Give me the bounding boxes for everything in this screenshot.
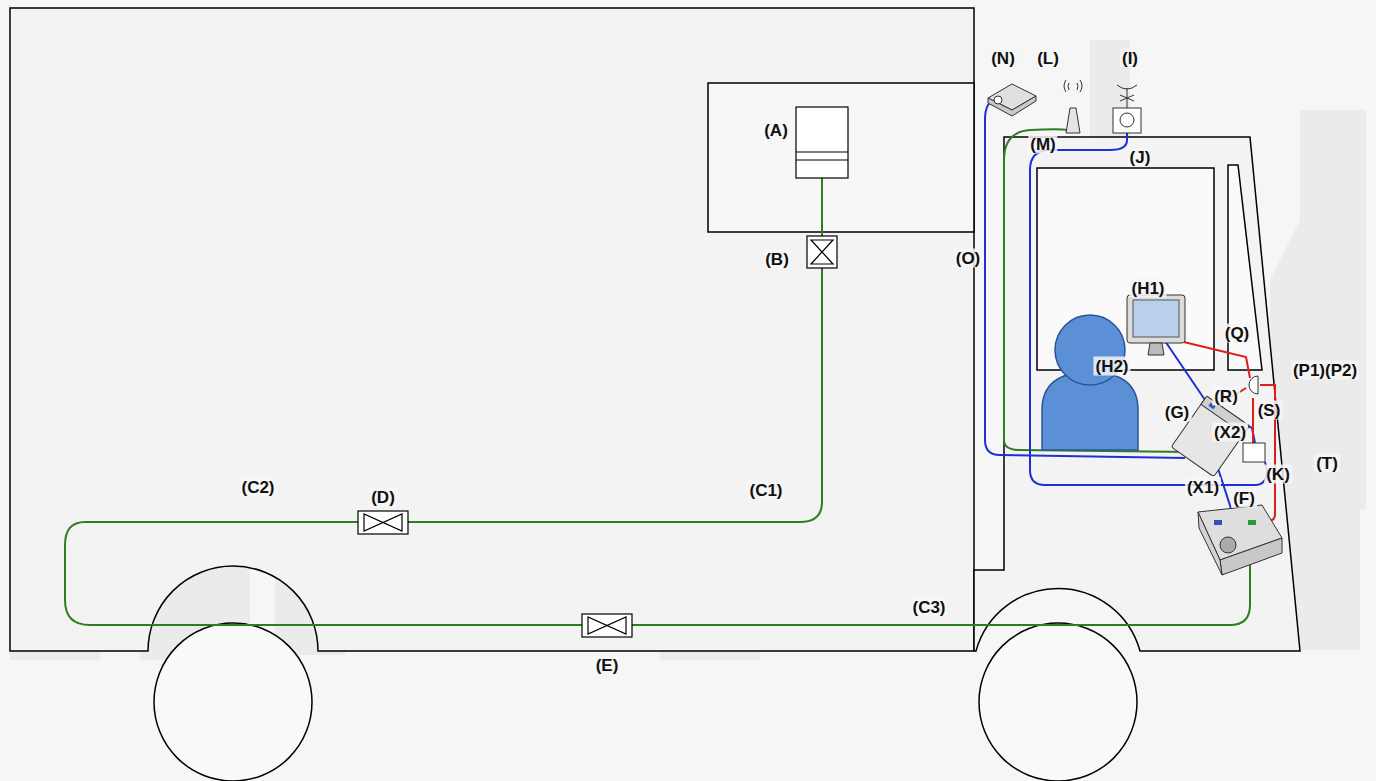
callout-label: (X1) [1185,478,1221,497]
callout-label: (Q) [1223,324,1252,343]
connector-box [1243,443,1265,462]
callout-label: (D) [369,488,397,507]
callout-label: (P1)(P2) [1291,361,1359,380]
sensor-symbol [1249,376,1258,394]
blue-line [985,100,1267,530]
callout-label: (O) [954,249,983,268]
callout-label: (J) [1128,148,1153,167]
callout-label: (T) [1314,454,1340,473]
red-line [1163,337,1275,522]
callout-label: (X2) [1212,423,1248,442]
callout-label: (R) [1212,387,1240,406]
callout-label: (N) [989,49,1017,68]
monitor [1127,295,1185,355]
callout-label: (L) [1035,49,1061,68]
device-a [796,107,848,178]
callout-label: (K) [1264,465,1292,484]
callout-label: (H1) [1129,279,1166,298]
callout-label: (C3) [910,598,947,617]
callout-label: (G) [1163,403,1192,422]
callout-label: (H2) [1093,357,1130,376]
callout-label: (C2) [239,478,276,497]
valve-symbol [358,236,837,637]
wheel [154,623,1137,781]
callout-label: (S) [1256,401,1283,420]
truck-body [10,8,1300,651]
callout-label: (B) [763,250,791,269]
callout-label: (F) [1231,489,1257,508]
roof-devices [988,80,1141,133]
projector [1198,505,1282,575]
callout-label: (E) [594,656,621,675]
person-icon [1042,315,1138,450]
callout-label: (M) [1028,135,1057,154]
callout-label: (A) [762,121,790,140]
green-line [65,129,1250,625]
callout-label: (C1) [747,481,784,500]
callout-label: (I) [1120,49,1140,68]
